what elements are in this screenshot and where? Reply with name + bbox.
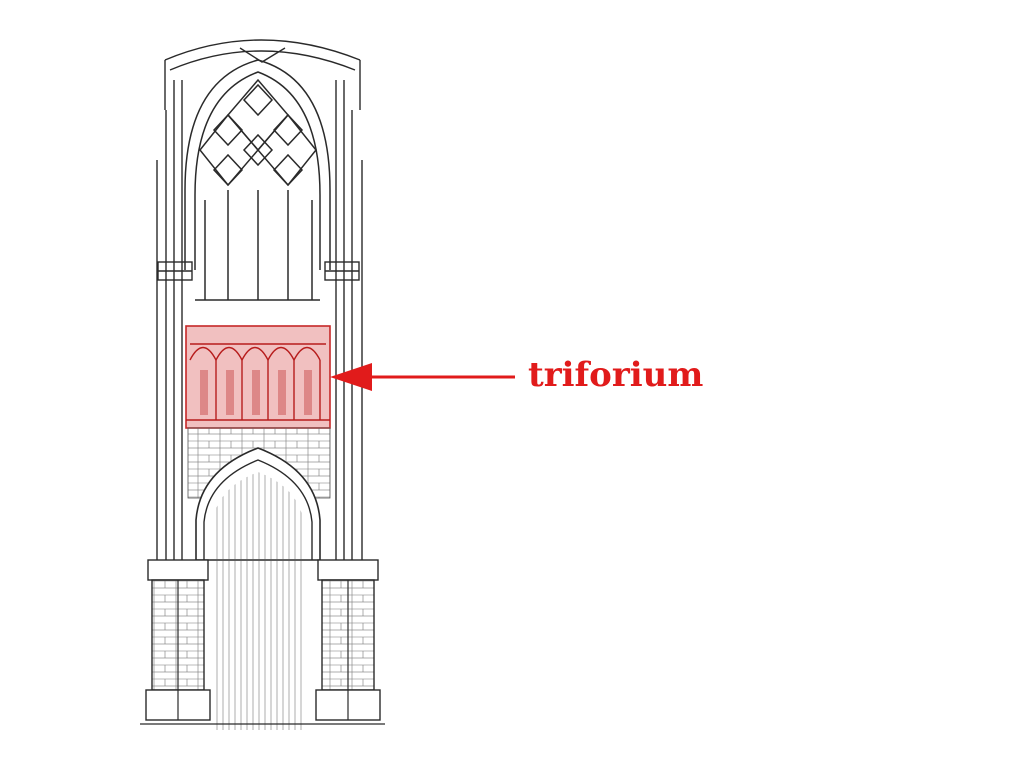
left-shaft: [156, 80, 193, 560]
right-shaft: [324, 80, 363, 560]
left-pier: [145, 559, 211, 721]
vault: [164, 39, 361, 110]
pointer-arrow: [330, 363, 515, 391]
triforium-highlight: [185, 325, 331, 429]
arcade-arch: [195, 447, 321, 730]
clerestory-window: [184, 59, 331, 301]
triforium-label: triforium: [528, 355, 704, 395]
right-pier: [315, 559, 381, 721]
